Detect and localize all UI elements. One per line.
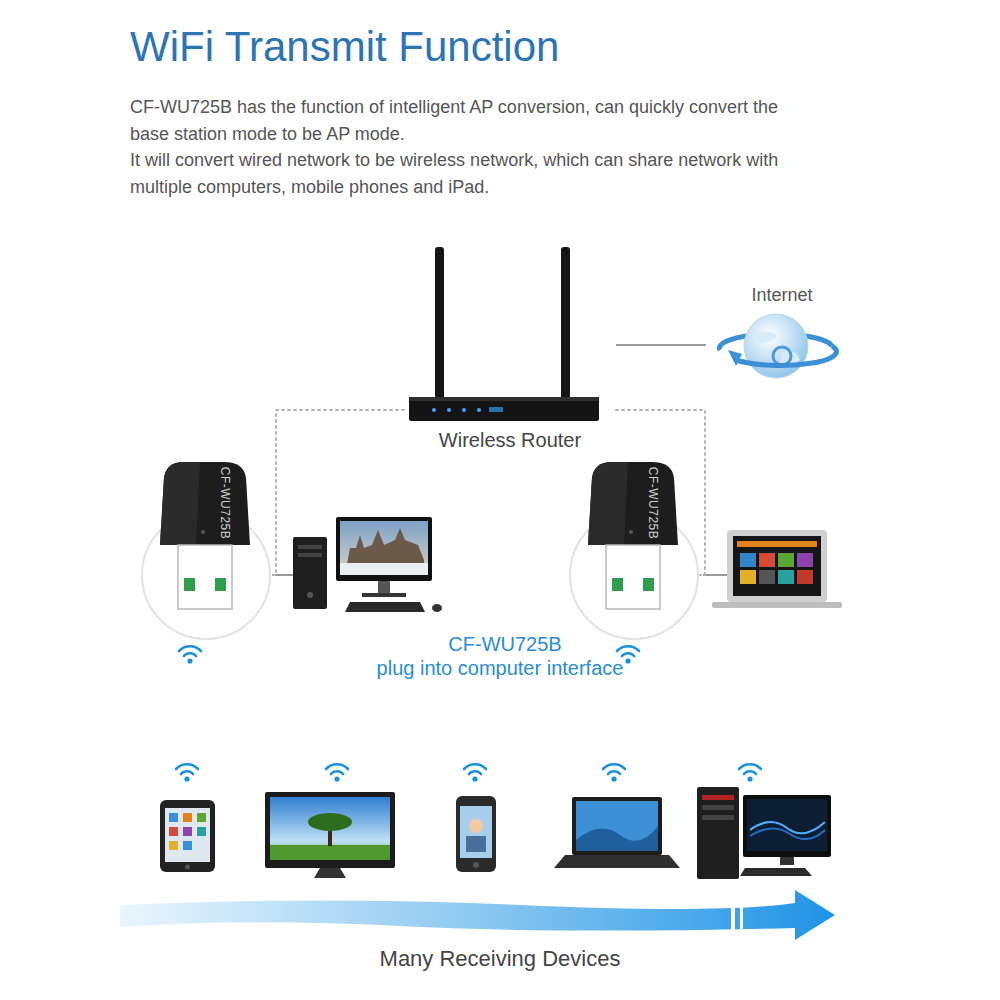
television (265, 792, 395, 878)
node-label: Wireless Router (404, 428, 616, 452)
device-print: CF-WU725B (646, 467, 660, 540)
tablet-device (160, 800, 215, 872)
internet-globe: Internet (706, 284, 858, 384)
laptop-computer (712, 530, 842, 608)
wireless-router: Wireless Router (404, 245, 616, 457)
description-text: CF-WU725B has the function of intelligen… (130, 97, 778, 144)
flow-arrow (120, 890, 835, 940)
mobile-phone (456, 796, 496, 872)
cable-link (616, 344, 706, 346)
wifi-symbol (603, 764, 625, 781)
node-label: Internet (706, 284, 858, 306)
wifi-symbol (176, 764, 198, 781)
router-picture (404, 245, 604, 457)
wifi-symbol (464, 764, 486, 781)
product-label: plug into computer interface (377, 657, 624, 679)
usb-adapter: CF-WU725B (140, 460, 272, 642)
footer-label: Many Receiving Devices (380, 946, 621, 971)
description-text: It will convert wired network to be wire… (130, 147, 798, 200)
adapter-picture (140, 460, 272, 642)
title-text: WiFi Transmit Function (130, 23, 559, 70)
desktop-device (697, 787, 831, 879)
device-print: CF-WU725B (218, 467, 232, 540)
wifi-symbol (739, 764, 761, 781)
wireless-link (272, 410, 404, 575)
title-heading: WiFi Transmit Function (130, 22, 559, 72)
product-label: CF-WU725B (448, 633, 561, 655)
footer-label: Many Receiving Devices (290, 946, 710, 972)
product-label: CF-WU725B (355, 632, 655, 656)
adapter-picture (568, 460, 700, 642)
wifi-symbol (179, 646, 201, 663)
wifi-symbol (326, 764, 348, 781)
cable-line (703, 574, 727, 576)
desktop-computer (293, 517, 442, 612)
description-text: It will convert wired network to be wire… (130, 150, 778, 197)
laptop-device (554, 797, 680, 868)
usb-adapter: CF-WU725B (568, 460, 700, 642)
product-label: plug into computer interface (340, 656, 660, 680)
description-text: CF-WU725B has the function of intelligen… (130, 94, 798, 147)
